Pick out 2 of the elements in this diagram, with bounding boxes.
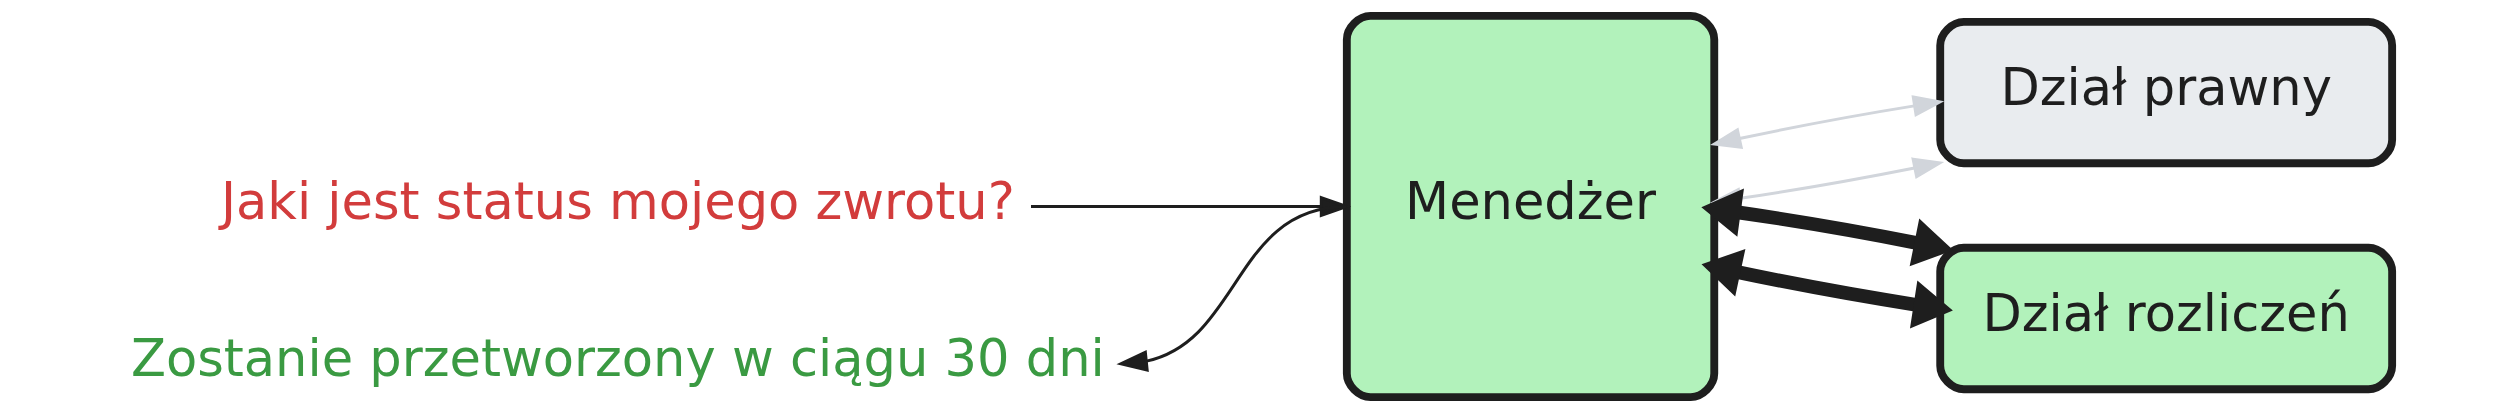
node-text: Jaki jest status mojego zwrotu? [220,171,1015,231]
node-text: Zostanie przetworzony w ciągu 30 dni [130,329,1105,389]
